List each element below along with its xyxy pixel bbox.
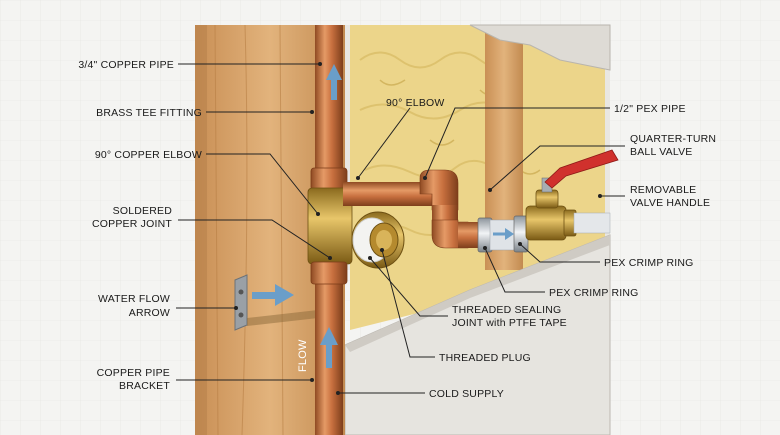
label-cold-supply: COLD SUPPLY [429, 388, 504, 400]
label-pex-pipe: 1/2" PEX PIPE [614, 103, 686, 115]
label-brass-tee: BRASS TEE FITTING [96, 107, 202, 119]
label-handle-2: VALVE HANDLE [630, 197, 710, 209]
label-elbow-90: 90° ELBOW [386, 97, 445, 109]
insulation [350, 25, 605, 330]
copper-branch [343, 182, 433, 206]
label-copper-elbow: 90° COPPER ELBOW [95, 149, 202, 161]
copper-elbow [310, 167, 348, 191]
label-sealing-2: JOINT with PTFE TAPE [452, 317, 567, 329]
label-handle-1: REMOVABLE [630, 184, 696, 196]
flow-arrow-up-top [326, 64, 342, 100]
label-ball-valve-1: QUARTER-TURN [630, 133, 716, 145]
elbow-90-a [419, 169, 459, 211]
label-crimp-ring-b: PEX CRIMP RING [549, 287, 639, 299]
flow-text: FLOW [297, 339, 309, 372]
torn-drywall-top [469, 24, 611, 71]
label-crimp-ring-a: PEX CRIMP RING [604, 257, 694, 269]
label-water-flow-1: WATER FLOW [98, 293, 170, 305]
flow-arrow-up-bottom [320, 327, 338, 368]
label-bracket-1: COPPER PIPE [97, 367, 170, 379]
label-bracket-2: BRACKET [119, 380, 170, 392]
copper-pipe-bracket [234, 274, 318, 331]
ball-valve [525, 177, 611, 241]
soldered-joint [310, 261, 348, 285]
water-flow-arrow [252, 284, 294, 306]
label-soldered-1: SOLDERED [113, 205, 173, 217]
label-soldered-2: COPPER JOINT [92, 218, 172, 230]
label-threaded-plug: THREADED PLUG [439, 352, 531, 364]
valve-handle [544, 149, 619, 189]
threaded-plug [351, 211, 405, 269]
label-ball-valve-2: BALL VALVE [630, 146, 693, 158]
label-water-flow-2: ARROW [129, 307, 170, 319]
label-sealing-1: THREADED SEALING [452, 304, 561, 316]
label-copper-pipe: 3/4" COPPER PIPE [78, 59, 174, 71]
